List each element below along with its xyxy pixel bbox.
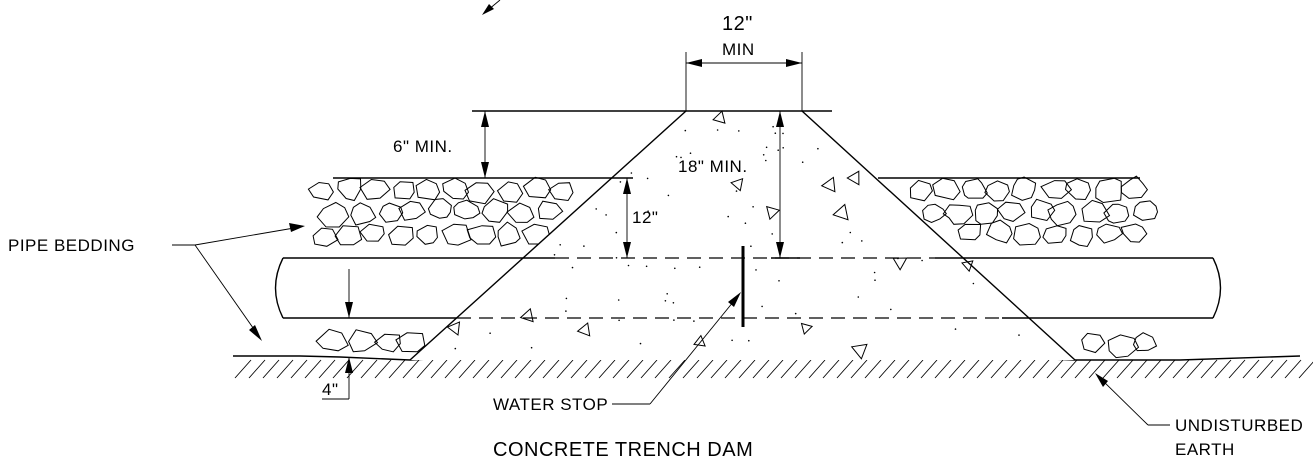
- water-stop-label: WATER STOP: [493, 395, 608, 414]
- dam-height-label: 18" MIN.: [678, 157, 748, 176]
- dimension-top-width: [686, 59, 802, 67]
- dimension-bedding-depth: [623, 178, 631, 258]
- undisturbed-earth-leader: [1095, 373, 1170, 426]
- dimension-under-pipe: [322, 269, 353, 400]
- pipe-bedding-label: PIPE BEDDING: [8, 236, 135, 255]
- cover-label: 6" MIN.: [393, 137, 453, 156]
- bedding-depth-label: 12": [632, 208, 658, 227]
- water-stop-leader: [612, 292, 741, 405]
- pipe: [274, 257, 1222, 319]
- dimension-dam-height: [776, 111, 784, 258]
- top-width-label: 12": [722, 13, 753, 35]
- reference-lines: [333, 52, 1140, 259]
- under-pipe-label: 4": [322, 380, 339, 399]
- detail-title: CONCRETE TRENCH DAM: [493, 439, 753, 460]
- cropped-leader-arrow: [482, 0, 501, 15]
- pipe-bedding-leaders: [172, 223, 305, 341]
- undisturbed-earth-label-1: UNDISTURBED: [1175, 416, 1303, 435]
- pipe-bedding-gravel-left: [307, 176, 574, 353]
- top-width-min-label: MIN: [722, 40, 755, 59]
- pipe-bedding-gravel-right: [909, 175, 1159, 359]
- undisturbed-earth-label-2: EARTH: [1175, 440, 1235, 459]
- dimension-cover: [481, 111, 489, 178]
